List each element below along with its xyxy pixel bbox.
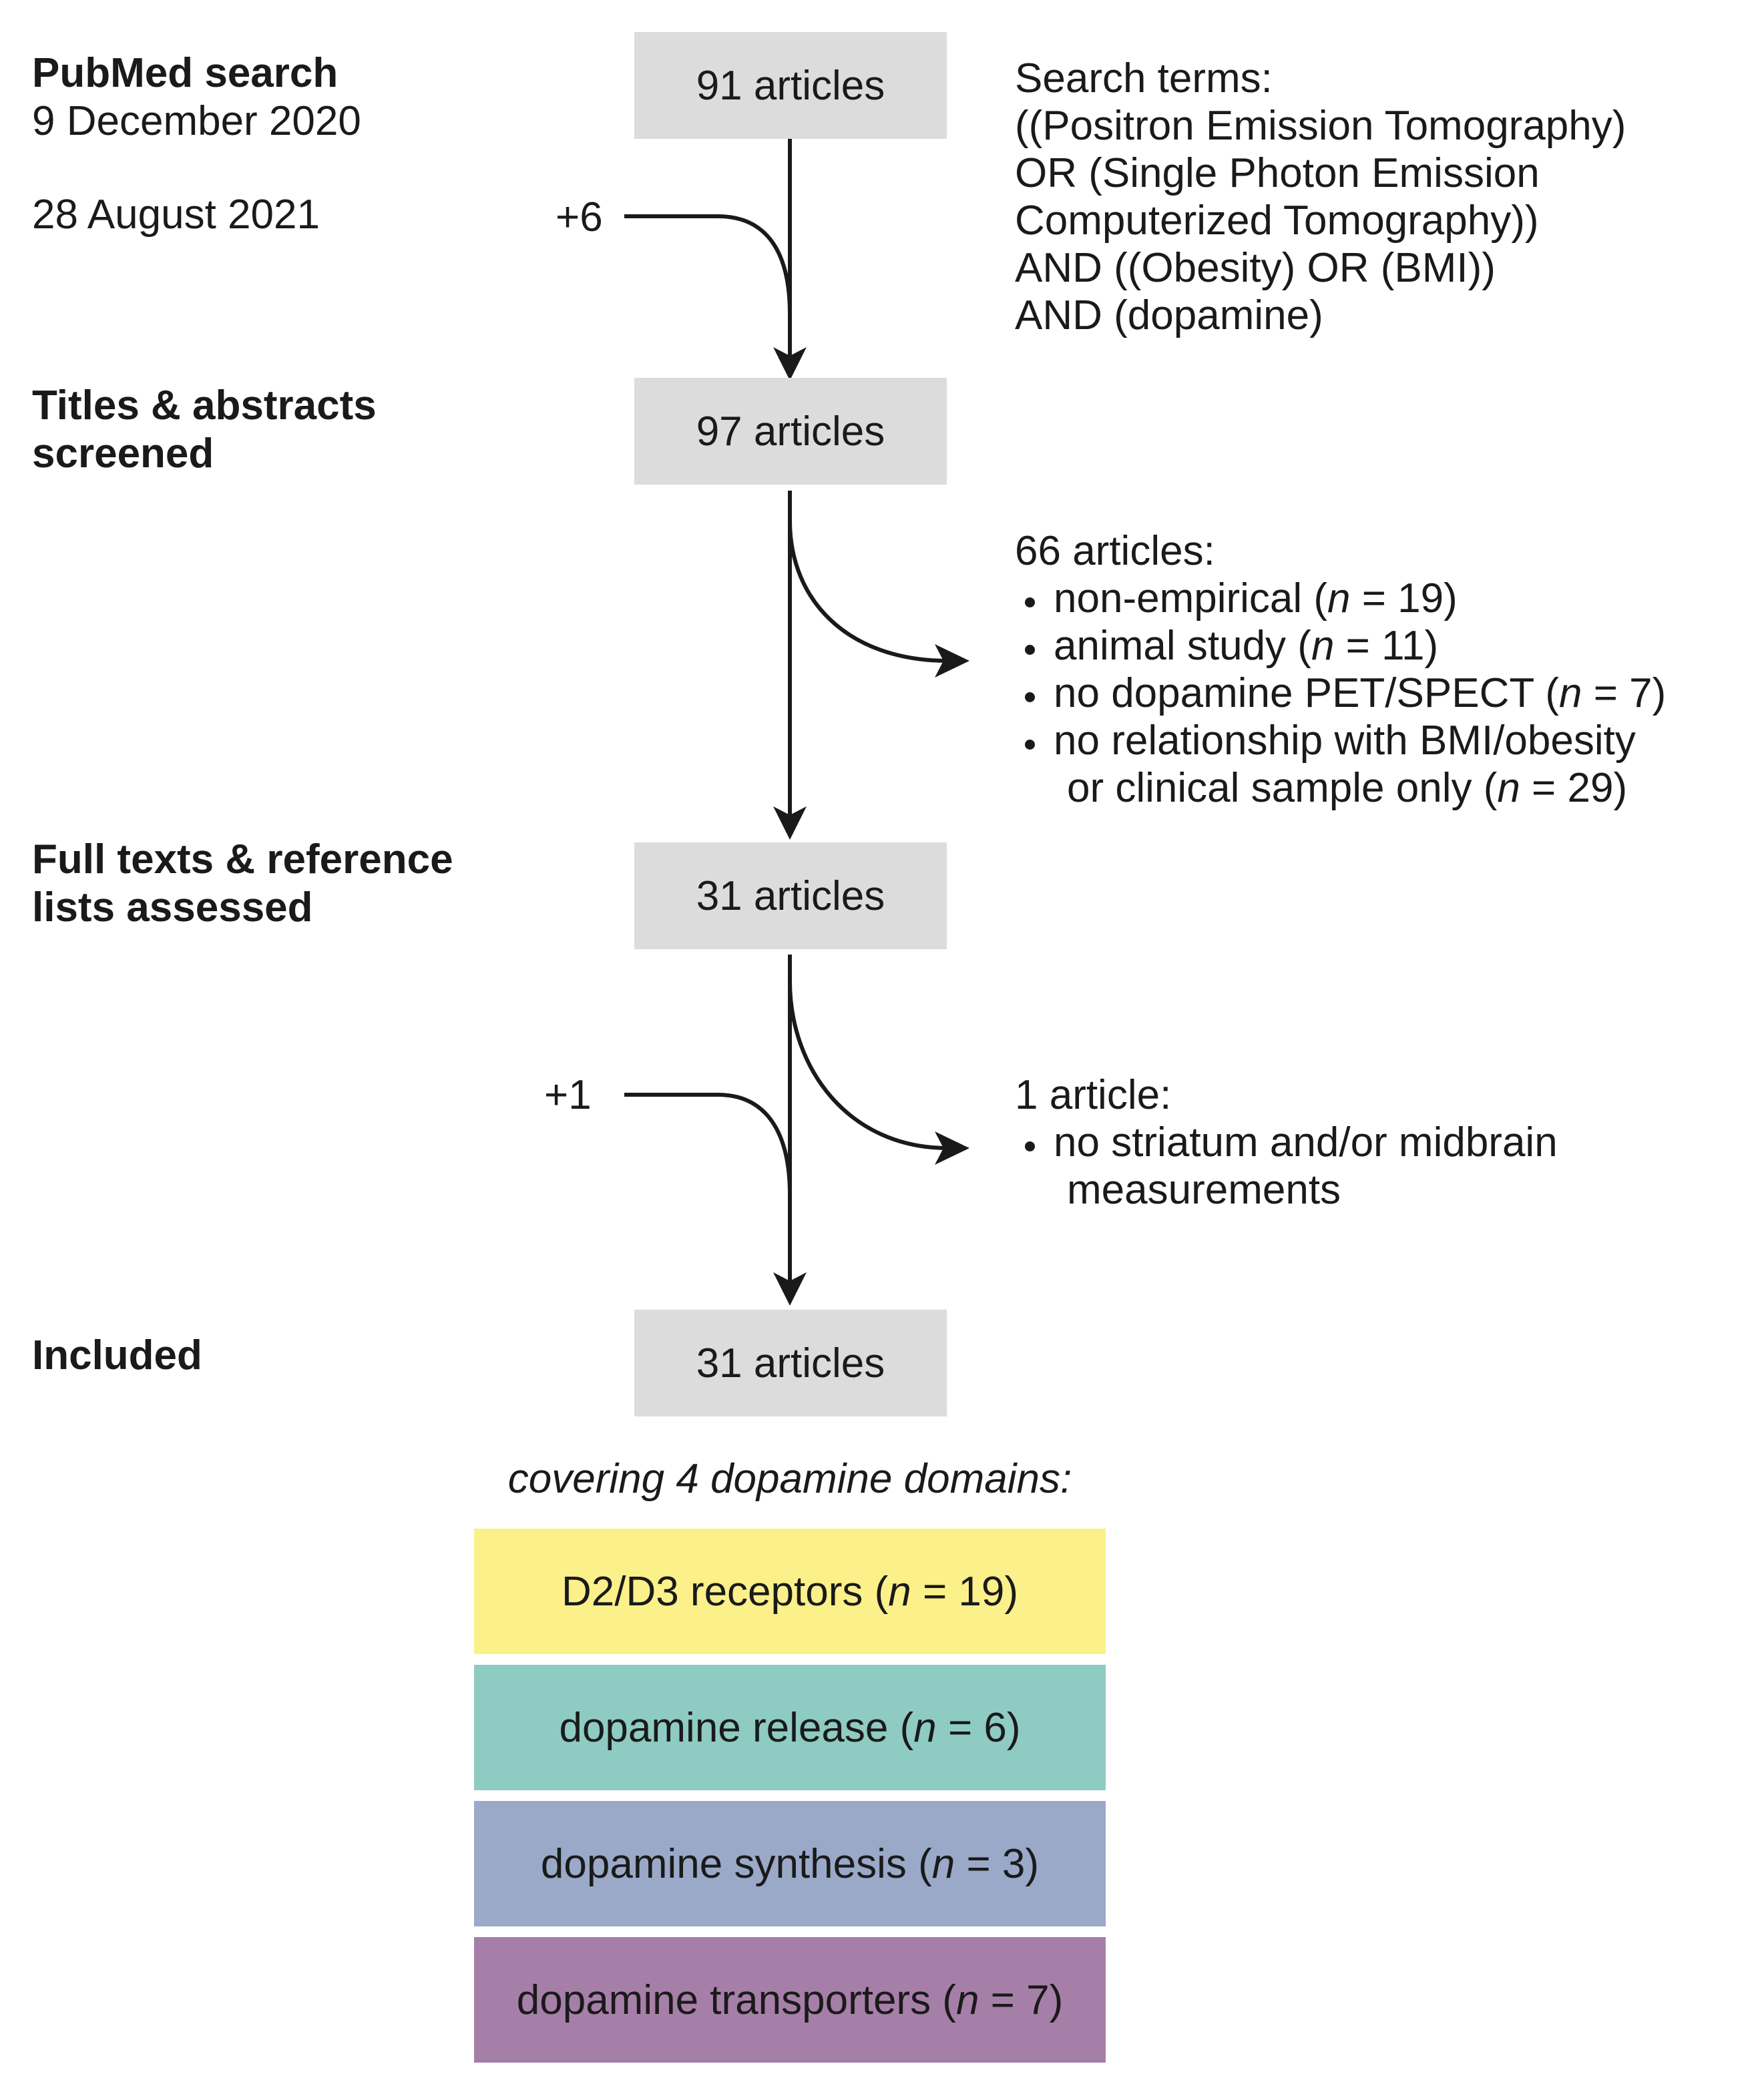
arrowhead-right xyxy=(935,1131,969,1165)
exclusion-note-screening: 66 articles: non-empirical (n = 19) anim… xyxy=(1015,527,1749,812)
exclusion-item: no relationship with BMI/obesity xyxy=(1015,717,1749,764)
domain-label: dopamine release (n = 6) xyxy=(559,1704,1021,1751)
domain-box-release: dopamine release (n = 6) xyxy=(474,1665,1106,1790)
domain-label: dopamine synthesis (n = 3) xyxy=(540,1840,1040,1887)
search-terms-line: AND (dopamine) xyxy=(1015,292,1323,338)
exclusion-title: 1 article: xyxy=(1015,1072,1172,1118)
search-date-2: 28 August 2021 xyxy=(32,192,320,238)
count-box-assessed: 31 articles xyxy=(634,842,947,949)
search-date-1: 9 December 2020 xyxy=(32,98,361,144)
count-box-identified: 91 articles xyxy=(634,32,947,139)
exclusion-item: animal study (n = 11) xyxy=(1015,622,1749,670)
count-box-screened: 97 articles xyxy=(634,378,947,485)
count-box-included: 31 articles xyxy=(634,1310,947,1416)
stage-label-search: PubMed search xyxy=(32,50,339,96)
merge-curve xyxy=(624,1093,792,1196)
domain-label: dopamine transporters (n = 7) xyxy=(516,1977,1064,2023)
domain-box-d2d3: D2/D3 receptors (n = 19) xyxy=(474,1529,1106,1654)
addition-label: +6 xyxy=(556,194,603,240)
exclusion-item: no dopamine PET/SPECT (n = 7) xyxy=(1015,670,1749,717)
search-terms-note: Search terms: ((Positron Emission Tomogr… xyxy=(1015,55,1749,339)
domain-box-synthesis: dopamine synthesis (n = 3) xyxy=(474,1801,1106,1926)
exclusion-curve xyxy=(788,520,949,663)
count-box-text: 91 articles xyxy=(696,62,885,109)
domain-label: D2/D3 receptors (n = 19) xyxy=(561,1568,1019,1615)
search-terms-line: Computerized Tomography)) xyxy=(1015,198,1539,244)
exclusion-item: non-empirical (n = 19) xyxy=(1015,575,1749,622)
domains-heading: covering 4 dopamine domains: xyxy=(507,1456,1072,1502)
search-terms-line: OR (Single Photon Emission xyxy=(1015,150,1540,196)
exclusion-curve xyxy=(788,981,949,1150)
count-box-text: 31 articles xyxy=(696,872,885,919)
search-terms-title: Search terms: xyxy=(1015,55,1273,101)
stage-label-full-text: Full texts & reference lists assessed xyxy=(32,836,453,931)
search-terms-line: ((Positron Emission Tomography) xyxy=(1015,103,1626,149)
exclusion-item-continuation: measurements xyxy=(1067,1167,1341,1213)
stage-label-screening: Titles & abstracts screened xyxy=(32,382,377,477)
domain-box-transporters: dopamine transporters (n = 7) xyxy=(474,1937,1106,2063)
exclusion-title: 66 articles: xyxy=(1015,528,1215,574)
addition-label: +1 xyxy=(544,1072,592,1118)
count-box-text: 97 articles xyxy=(696,408,885,455)
count-box-text: 31 articles xyxy=(696,1340,885,1386)
stage-label-included: Included xyxy=(32,1332,202,1378)
arrowhead-down xyxy=(773,1272,807,1306)
arrowhead-down xyxy=(773,347,807,380)
exclusion-note-full-text: 1 article: no striatum and/or midbrain m… xyxy=(1015,1071,1749,1214)
search-terms-line: AND ((Obesity) OR (BMI)) xyxy=(1015,245,1496,291)
exclusion-item-continuation: or clinical sample only (n = 29) xyxy=(1067,765,1628,811)
merge-curve xyxy=(624,214,792,314)
exclusion-item: no striatum and/or midbrain xyxy=(1015,1119,1749,1166)
arrowhead-right xyxy=(935,644,969,678)
arrowhead-down xyxy=(773,806,807,840)
